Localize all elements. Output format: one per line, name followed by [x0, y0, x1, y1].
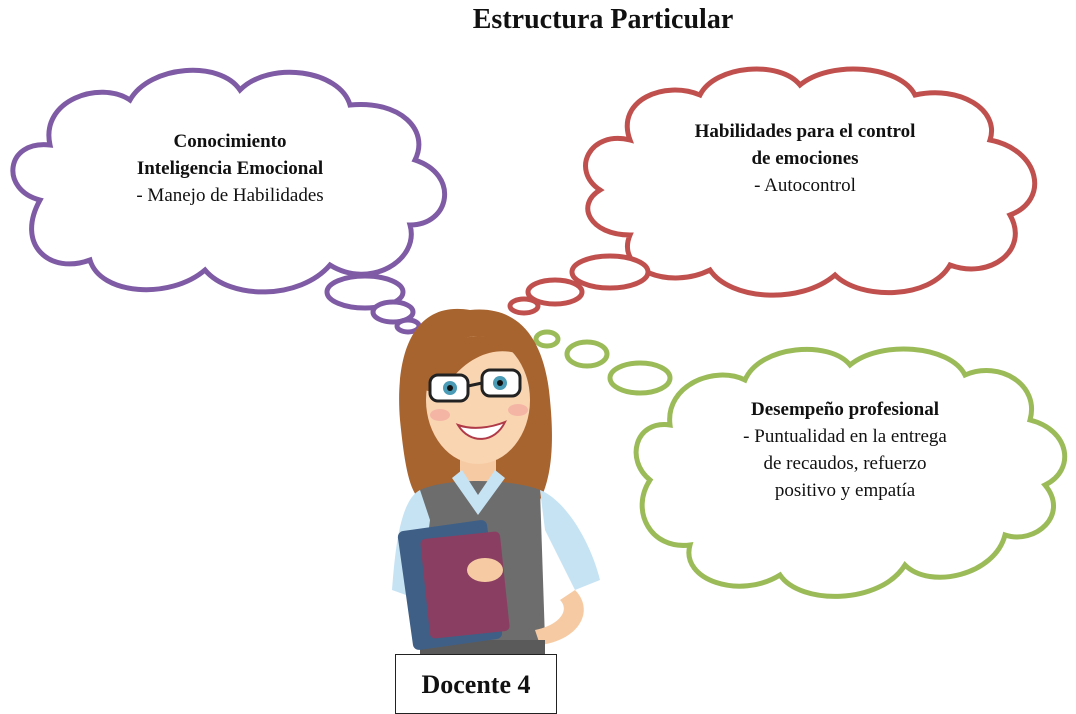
- teacher-label-box: Docente 4: [395, 654, 557, 714]
- teacher-right-sleeve: [540, 490, 600, 590]
- smile: [455, 420, 508, 440]
- teacher-illustration: [392, 308, 600, 654]
- green-thought-cloud: [533, 329, 1068, 599]
- purple-cloud-line-2: Inteligencia Emocional: [136, 158, 324, 179]
- red-cloud-line-2: de emociones: [751, 148, 859, 169]
- red-thought-cloud: [507, 66, 1038, 316]
- purple-thought-cloud: [10, 67, 447, 335]
- green-cloud-text: Desempeño profesional - Puntualidad en l…: [690, 396, 1000, 504]
- purple-book: [420, 531, 510, 639]
- page-title: Estructura Particular: [472, 4, 734, 35]
- green-cloud-line-3: de recaudos, refuerzo: [763, 453, 927, 474]
- purple-cloud-text: Conocimiento Inteligencia Emocional - Ma…: [80, 128, 380, 209]
- red-cloud-line-3: - Autocontrol: [754, 175, 856, 196]
- green-cloud-line-2: - Puntualidad en la entrega: [743, 426, 947, 447]
- green-cloud-line-1: Desempeño profesional: [750, 399, 940, 420]
- red-cloud-line-1: Habilidades para el control: [694, 121, 916, 142]
- purple-cloud-line-1: Conocimiento: [173, 131, 287, 152]
- red-cloud-text: Habilidades para el control de emociones…: [640, 118, 970, 199]
- purple-cloud-line-3: - Manejo de Habilidades: [136, 185, 324, 206]
- green-cloud-line-4: positivo y empatía: [774, 480, 916, 501]
